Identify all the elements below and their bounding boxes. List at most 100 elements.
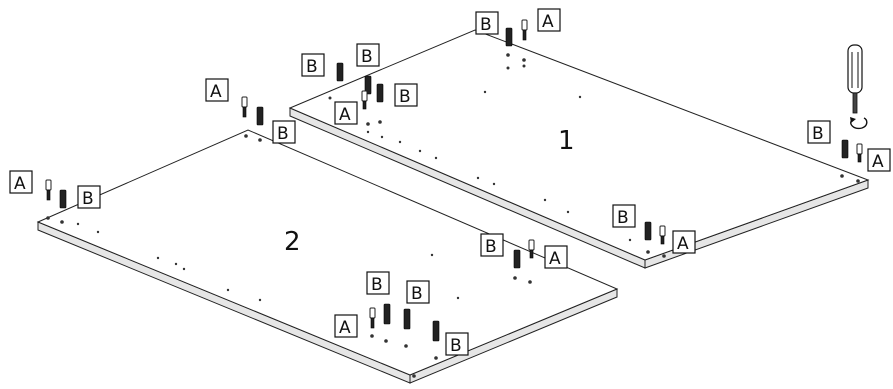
hole: [156, 256, 160, 260]
dowel-label: B: [371, 275, 383, 295]
dowel: [336, 62, 344, 82]
cam-bolt: [659, 225, 666, 237]
cam-bolt-shank: [370, 317, 375, 329]
hole: [226, 288, 230, 292]
hole: [430, 253, 434, 257]
fittings: [45, 19, 863, 342]
cam-bolt: [528, 239, 535, 251]
hole: [662, 254, 666, 258]
cam-bolt: [241, 96, 248, 108]
panel-1-top: [288, 29, 870, 261]
label-a-top: A: [537, 8, 561, 32]
label-b-top: B: [475, 11, 499, 35]
cam-bolt-shank: [857, 153, 862, 163]
cam-bolt-shank: [242, 106, 247, 118]
cam-bolt-shank: [46, 189, 51, 201]
hole: [182, 267, 186, 271]
hole: [566, 210, 570, 214]
panel-2-holes: [46, 134, 532, 378]
label-b-8: B: [480, 233, 504, 257]
cam-bolt-shank: [660, 235, 665, 245]
dowel: [841, 139, 849, 159]
dowel-label: B: [82, 189, 94, 209]
hole: [258, 138, 262, 142]
dowel: [364, 75, 372, 95]
hole: [506, 53, 510, 57]
dowel-label: B: [480, 15, 492, 35]
label-b-1: B: [301, 53, 325, 77]
hole: [522, 58, 526, 62]
panel-2-top: [36, 129, 619, 376]
hole: [96, 230, 100, 234]
hole: [840, 174, 844, 178]
cam-bolt-label: A: [14, 174, 26, 194]
dowel: [59, 189, 67, 209]
hole: [398, 140, 402, 144]
label-b-10: B: [406, 280, 430, 304]
hole: [60, 220, 64, 224]
dowel-label: B: [277, 124, 289, 144]
hole: [46, 216, 50, 220]
label-b-3: B: [394, 83, 418, 107]
cam-bolt: [361, 90, 368, 102]
hole: [418, 149, 422, 153]
hole: [434, 156, 438, 160]
hole: [528, 280, 532, 284]
cam-bolt-label: A: [210, 82, 222, 102]
label-b-2: B: [356, 43, 380, 67]
dowel-label: B: [450, 336, 462, 356]
hole: [258, 298, 262, 302]
dowel: [513, 249, 521, 269]
label-a-7: A: [334, 314, 358, 338]
dowel-label: B: [485, 237, 497, 257]
hole: [506, 66, 510, 70]
hole: [76, 222, 80, 226]
cam-bolt: [521, 19, 528, 31]
cam-bolt-label: A: [339, 318, 351, 338]
cam-bolt-shank: [522, 29, 527, 41]
dowel: [403, 308, 411, 330]
panel-1: [288, 29, 870, 269]
cam-bolt-label: A: [872, 152, 884, 172]
dowel-label: B: [411, 284, 423, 304]
label-a-1: A: [334, 101, 358, 125]
dowel: [432, 320, 440, 342]
label-a-3: A: [867, 148, 891, 172]
hole: [328, 96, 332, 100]
hole: [384, 339, 388, 343]
label-b-9: B: [366, 271, 390, 295]
hole: [646, 250, 650, 254]
hole: [856, 179, 860, 183]
hole: [628, 238, 632, 242]
cam-bolt-label: A: [339, 105, 351, 125]
dowel: [256, 106, 264, 126]
dowel: [376, 83, 384, 103]
hole: [522, 64, 526, 68]
hole: [434, 356, 438, 360]
cam-bolt-label: A: [542, 12, 554, 32]
hole: [483, 90, 487, 94]
dowel-label: B: [361, 47, 373, 67]
hole: [244, 134, 248, 138]
label-a-6: A: [544, 245, 568, 269]
panel-2: [36, 129, 619, 384]
cam-bolt: [45, 179, 52, 191]
hole: [380, 135, 384, 139]
dowel: [644, 221, 652, 241]
dowel-label: B: [306, 57, 318, 77]
panel-1-number: 1: [558, 126, 575, 156]
rotate-clockwise-icon: [850, 117, 868, 130]
label-b-7: B: [612, 204, 636, 228]
cam-bolt-shank: [362, 100, 367, 110]
cam-bolt-label: A: [549, 249, 561, 269]
label-b-5: B: [807, 120, 831, 144]
hole: [456, 296, 460, 300]
hole: [366, 122, 370, 126]
hole: [578, 95, 582, 99]
hole: [543, 198, 547, 202]
hole: [492, 182, 496, 186]
screwdriver-icon: [847, 44, 863, 114]
dowel: [505, 27, 513, 47]
hole: [404, 344, 408, 348]
